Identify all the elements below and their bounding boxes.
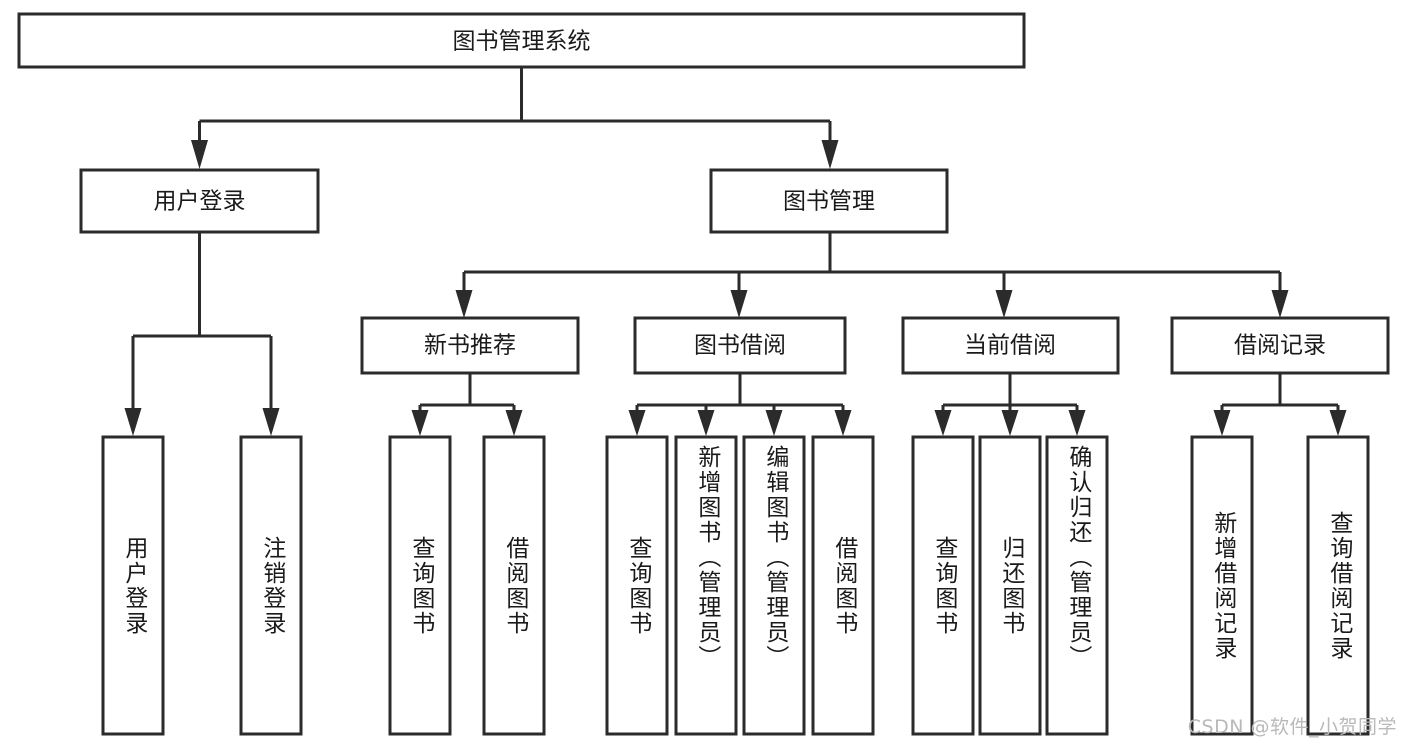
node-box-leaf-confirm-return[interactable] — [1045, 435, 1109, 736]
arrow-head-leaf-query-book-current — [934, 410, 952, 436]
node-label-borrow-record: 借阅记录 — [1234, 333, 1326, 359]
arrow-head-leaf-add-borrow-record — [1213, 410, 1231, 436]
node-box-leaf-user-logout[interactable] — [239, 435, 303, 736]
node-box-leaf-add-borrow-record[interactable] — [1190, 435, 1254, 736]
node-box-leaf-borrow-book-rec[interactable] — [482, 435, 546, 736]
node-label-book-borrow: 图书借阅 — [694, 333, 786, 359]
arrow-head-leaf-return-book — [1001, 410, 1019, 436]
arrow-head-leaf-query-borrow-record — [1329, 410, 1347, 436]
arrow-head-leaf-query-book-borrow — [628, 410, 646, 436]
node-box-leaf-query-book-rec[interactable] — [388, 435, 452, 736]
arrow-head-leaf-edit-book — [765, 410, 783, 436]
node-box-current-borrow[interactable] — [901, 316, 1120, 375]
arrow-head-leaf-user-login — [124, 408, 142, 436]
node-box-new-book-recommend[interactable] — [360, 316, 580, 375]
node-box-leaf-return-book[interactable] — [978, 435, 1042, 736]
node-box-root[interactable] — [17, 12, 1026, 69]
node-box-leaf-borrow-book[interactable] — [811, 435, 875, 736]
node-label-book-management: 图书管理 — [783, 189, 875, 215]
arrow-head-leaf-borrow-book-rec — [505, 410, 523, 436]
node-box-leaf-edit-book[interactable] — [742, 435, 806, 736]
node-box-book-management[interactable] — [709, 168, 949, 234]
csdn-watermark: CSDN @软件_小贺同学 — [1187, 716, 1397, 738]
node-box-leaf-query-book-current[interactable] — [911, 435, 975, 736]
node-box-leaf-user-login[interactable] — [101, 435, 165, 736]
node-box-leaf-query-borrow-record[interactable] — [1306, 435, 1370, 736]
node-box-leaf-add-book[interactable] — [674, 435, 738, 736]
arrow-head-leaf-query-book-rec — [411, 410, 429, 436]
node-label-root: 图书管理系统 — [453, 29, 591, 55]
arrow-head-leaf-add-book — [697, 410, 715, 436]
arrow-head-borrow-record — [1271, 290, 1289, 318]
arrow-head-user-login — [191, 140, 208, 169]
arrow-head-current-borrow — [995, 290, 1013, 318]
node-label-current-borrow: 当前借阅 — [964, 333, 1056, 359]
node-label-new-book-recommend: 新书推荐 — [424, 333, 516, 359]
node-box-borrow-record[interactable] — [1170, 316, 1390, 375]
arrow-head-leaf-borrow-book — [834, 410, 852, 436]
arrow-head-new-book-recommend — [455, 290, 473, 318]
arrow-head-leaf-user-logout — [262, 408, 280, 436]
arrow-head-leaf-confirm-return — [1068, 410, 1086, 436]
connector-layer — [124, 67, 1347, 436]
arrow-head-book-management — [821, 140, 839, 169]
horizontal-label-layer: 图书管理系统 用户登录 图书管理 新书推荐 图书借阅 当前借阅 借阅记录 — [154, 29, 1327, 359]
node-label-user-login: 用户登录 — [154, 189, 246, 215]
node-box-book-borrow[interactable] — [633, 316, 847, 375]
node-layer — [17, 12, 1390, 736]
arrow-head-book-borrow — [730, 290, 748, 318]
node-box-leaf-query-book-borrow[interactable] — [605, 435, 669, 736]
node-box-user-login[interactable] — [79, 168, 320, 234]
